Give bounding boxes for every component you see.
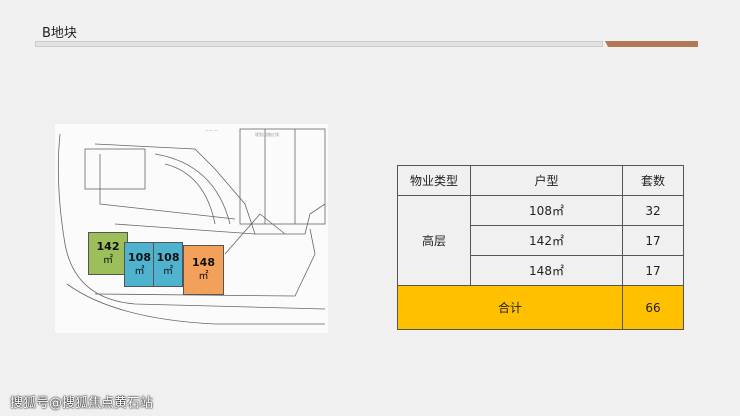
table-row: 高层 108㎡ 32 <box>397 195 684 286</box>
block-unit: ㎡ <box>103 254 113 266</box>
block-size: 108 <box>156 250 180 264</box>
svg-text:—— —: —— — <box>205 128 218 133</box>
unit-table: 物业类型 户型 套数 高层 108㎡ 32 142㎡ 17 148㎡ 17 合计… <box>397 165 684 330</box>
total-row: 合计 66 <box>397 285 684 330</box>
title-underline <box>35 41 603 47</box>
total-value: 66 <box>622 285 684 330</box>
block-size: 108 <box>128 250 151 264</box>
total-label: 合计 <box>397 285 623 330</box>
table-header-row: 物业类型 户型 套数 <box>397 165 684 196</box>
title-accent-bar <box>605 41 698 47</box>
unit-cell: 108㎡ <box>470 195 623 226</box>
block-unit: ㎡ <box>163 265 173 277</box>
watermark: 搜狐号@搜狐焦点黄石站 <box>10 396 154 411</box>
block-unit: ㎡ <box>198 271 209 282</box>
unit-cell: 148㎡ <box>470 255 623 286</box>
block-size: 148 <box>192 256 215 269</box>
count-cell: 17 <box>622 255 684 286</box>
slide-title: B地块 <box>42 26 77 41</box>
header-count: 套数 <box>622 165 684 196</box>
site-plan-drawing: —— — 规划道路红线 <box>57 128 326 325</box>
svg-text:规划道路红线: 规划道路红线 <box>255 131 279 137</box>
count-cell: 17 <box>622 225 684 256</box>
header-unit: 户型 <box>470 165 623 196</box>
block-unit: ㎡ <box>134 265 145 277</box>
block-size: 142 <box>96 239 120 253</box>
unit-cell: 142㎡ <box>470 225 623 256</box>
table-row: 142㎡ 17 <box>398 225 684 256</box>
property-type-cell: 高层 <box>397 195 471 286</box>
header-type: 物业类型 <box>397 165 471 196</box>
count-cell: 32 <box>622 195 684 226</box>
unit-block-148: 148 ㎡ <box>183 245 224 295</box>
